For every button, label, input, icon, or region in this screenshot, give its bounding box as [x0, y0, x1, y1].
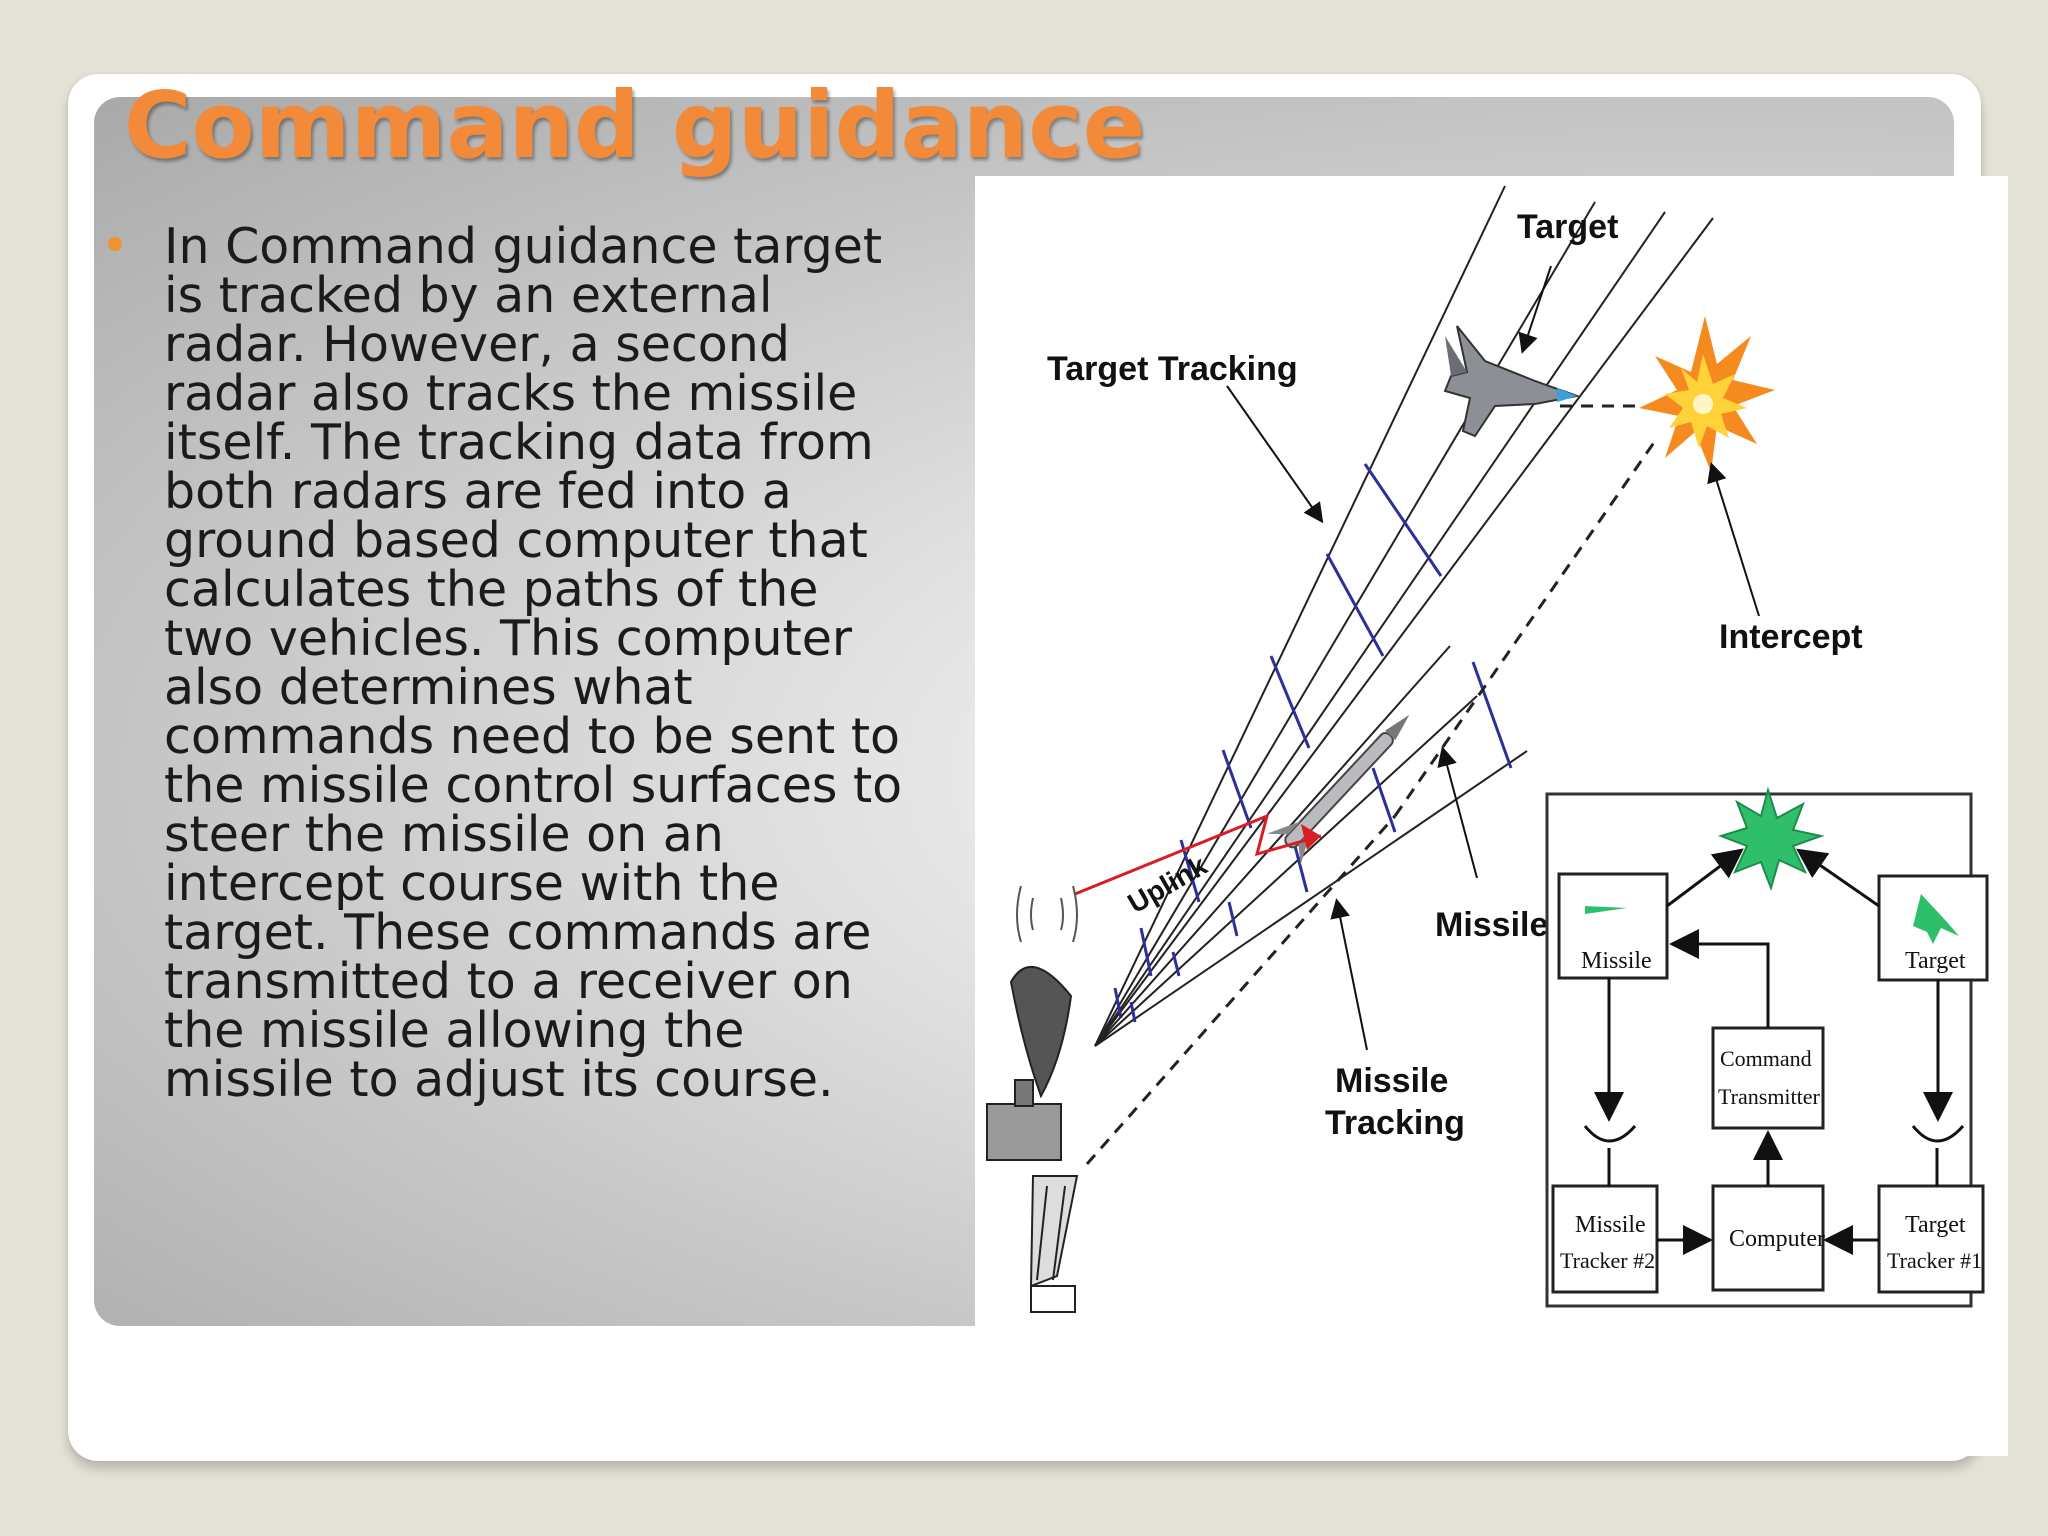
missile-tracker-label-1: Missile	[1575, 1212, 1646, 1238]
command-guidance-diagram: Target Target Tracking Intercept Uplink …	[975, 176, 2008, 1456]
computer-block-label: Computer	[1729, 1226, 1825, 1252]
explosion-icon	[1639, 316, 1775, 472]
missile-tracker-block	[1551, 1184, 1659, 1294]
tracker-dish-icons	[1583, 1125, 1965, 1186]
target-tracker-label-2: Tracker #1	[1887, 1248, 1982, 1273]
label-uplink: Uplink	[1123, 849, 1213, 919]
target-aircraft-icon	[1443, 325, 1581, 438]
missile-block-label: Missile	[1581, 948, 1652, 974]
uplink-arrowhead	[1301, 824, 1321, 850]
intercept-path	[1085, 404, 1657, 1165]
label-pointers	[1226, 265, 1760, 1051]
command-transmitter-block	[1711, 1026, 1825, 1130]
label-missile-tracking-2: Tracking	[1325, 1104, 1465, 1142]
bullet-text: In Command guidance target is tracked by…	[164, 218, 903, 1108]
command-transmitter-label-2: Transmitter	[1718, 1084, 1821, 1109]
command-transmitter-label-1: Command	[1720, 1046, 1812, 1071]
label-target-tracking: Target Tracking	[1047, 350, 1298, 388]
radar-dish-icon	[986, 965, 1073, 1161]
block-diagram: Missile Target Command Transmitter Compu…	[1545, 786, 1989, 1308]
label-missile-tracking-1: Missile	[1335, 1062, 1448, 1100]
label-intercept: Intercept	[1719, 618, 1863, 656]
missile-tracking-beam	[1094, 645, 1528, 1047]
target-tracking-beam	[1094, 185, 1714, 1047]
label-missile: Missile	[1435, 906, 1548, 944]
target-beam-rungs	[1113, 463, 1443, 1019]
intercept-burst-icon	[1717, 786, 1825, 892]
target-tracker-label-1: Target	[1905, 1212, 1966, 1238]
missile-block	[1557, 872, 1669, 980]
target-block-label: Target	[1905, 948, 1966, 974]
slide-title: Command guidance	[124, 72, 1146, 179]
transmitter-antenna-icon	[1016, 885, 1078, 943]
label-target: Target	[1517, 208, 1618, 246]
bullet-icon	[108, 237, 122, 251]
missile-block-icon	[1585, 906, 1627, 914]
target-block-icon	[1913, 894, 1959, 944]
block-arrows	[1594, 848, 1953, 1255]
missile-icon	[1266, 714, 1410, 866]
tracker-tower-icon	[1029, 1175, 1079, 1313]
target-tracker-block	[1877, 1184, 1985, 1294]
uplink-signal	[1074, 813, 1322, 896]
missile-tracker-label-2: Tracker #2	[1560, 1248, 1655, 1273]
missile-beam-rungs	[1129, 661, 1513, 1023]
